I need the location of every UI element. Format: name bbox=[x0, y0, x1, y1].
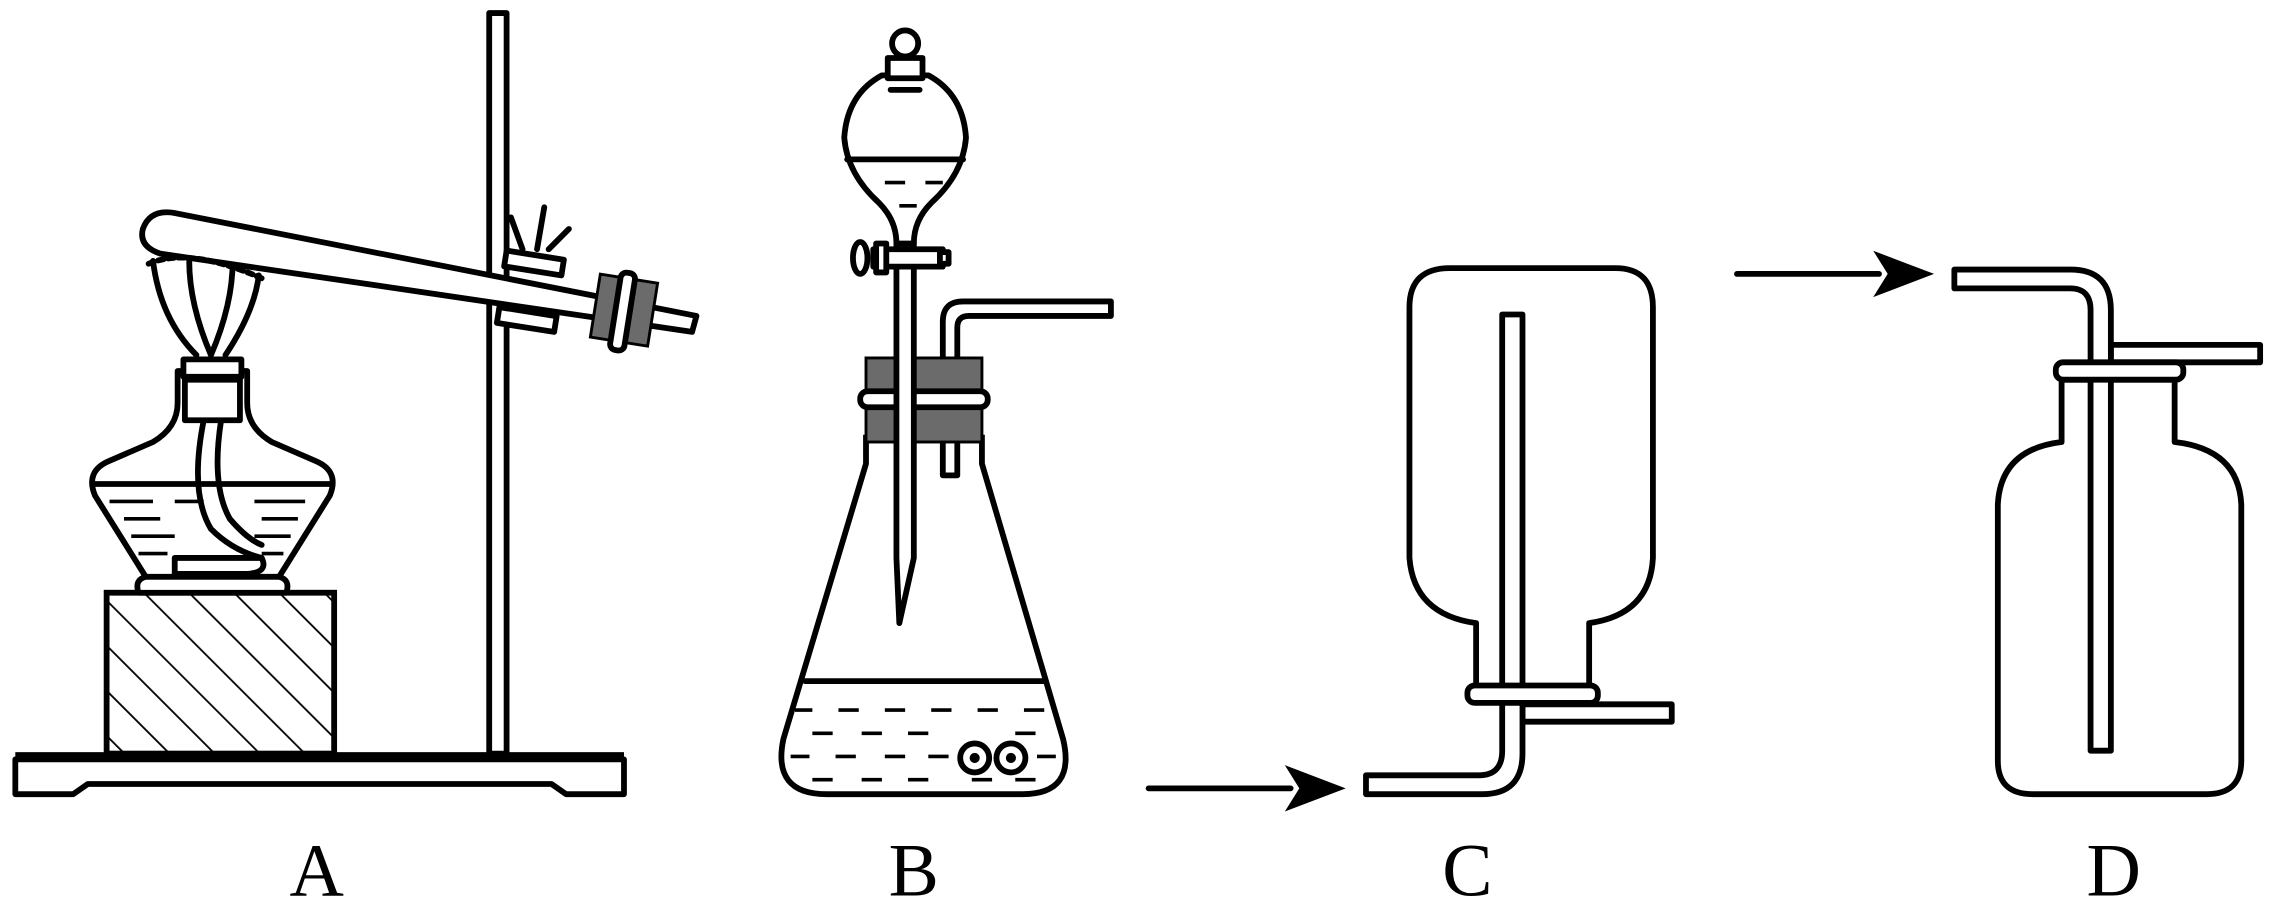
bottle-c bbox=[1406, 265, 1656, 692]
apparatus-d bbox=[1951, 266, 2264, 798]
label-b: B bbox=[889, 830, 939, 913]
test-tube bbox=[139, 204, 700, 354]
apparatus-a bbox=[12, 10, 700, 798]
arrow-b-to-c bbox=[1145, 765, 1346, 812]
apparatus-c bbox=[1363, 265, 1675, 798]
label-a: A bbox=[290, 830, 344, 913]
iron-stand-base bbox=[12, 756, 627, 798]
alcohol-lamp bbox=[89, 257, 336, 596]
apparatus-b bbox=[778, 27, 1114, 798]
label-d: D bbox=[2087, 830, 2141, 913]
separatory-funnel bbox=[841, 27, 969, 627]
delivery-tube bbox=[939, 298, 1114, 479]
wooden-block bbox=[103, 589, 338, 757]
label-c: C bbox=[1442, 830, 1492, 913]
conical-flask bbox=[778, 434, 1069, 798]
bottle-d bbox=[1994, 376, 2245, 798]
iron-stand-rod bbox=[486, 10, 510, 757]
arrow-into-d bbox=[1734, 250, 1935, 298]
